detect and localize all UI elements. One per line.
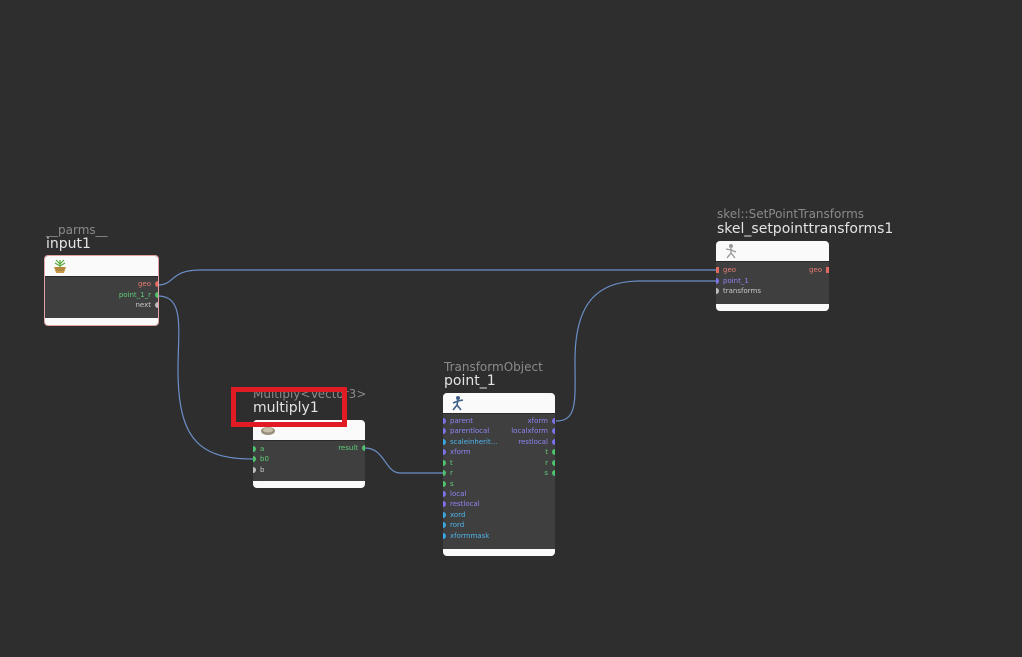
port-connector[interactable] xyxy=(443,439,446,445)
port-connector[interactable] xyxy=(443,449,446,455)
node-name-label[interactable]: multiply1 xyxy=(253,400,319,416)
port-label: t xyxy=(450,459,453,467)
node-name-label[interactable]: point_1 xyxy=(444,373,496,389)
port-label: geo xyxy=(723,266,737,274)
port-connector[interactable] xyxy=(155,302,158,308)
port-label: b xyxy=(260,466,265,474)
port-label: b0 xyxy=(260,455,269,463)
port-label: s xyxy=(544,469,548,477)
port-connector[interactable] xyxy=(443,470,446,476)
port-label: point_1 xyxy=(723,277,749,285)
port-label: xformmask xyxy=(450,532,490,540)
port-connector[interactable] xyxy=(552,470,555,476)
port-label: restlocal xyxy=(450,500,480,508)
port-label: point_1_r xyxy=(118,291,151,299)
node-footer xyxy=(716,304,829,311)
port-label: result xyxy=(338,444,358,452)
multiply-icon xyxy=(261,427,275,435)
node-multiply1[interactable]: Multiply<Vector3> multiply1 a b0 b resul… xyxy=(253,387,367,489)
port-label: r xyxy=(545,459,548,467)
port-connector[interactable] xyxy=(443,491,446,497)
port-label: next xyxy=(135,301,151,309)
port-connector[interactable] xyxy=(443,460,446,466)
port-connector[interactable] xyxy=(155,292,158,298)
node-header[interactable] xyxy=(45,256,158,277)
port-label: geo xyxy=(808,266,822,274)
node-type-label: __parms__ xyxy=(46,223,108,237)
port-label: t xyxy=(545,448,548,456)
node-footer xyxy=(45,318,158,325)
wire-input1-geo-to-skel-geo[interactable] xyxy=(157,269,716,286)
port-connector[interactable] xyxy=(552,449,555,455)
port-connector[interactable] xyxy=(443,501,446,507)
port-label: xform xyxy=(527,417,548,425)
port-label: r xyxy=(450,469,453,477)
port-label: rord xyxy=(450,521,465,529)
node-type-label: skel::SetPointTransforms xyxy=(717,207,865,221)
wire-point_1-xform-to-skel-point_1[interactable] xyxy=(555,280,716,422)
port-label: localxform xyxy=(511,427,548,435)
port-connector[interactable] xyxy=(552,439,555,445)
port-connector[interactable] xyxy=(826,267,829,273)
node-point_1[interactable]: TransformObject point_1 parent parentloc… xyxy=(443,360,557,558)
port-label: parentlocal xyxy=(450,427,490,435)
node-name-label[interactable]: input1 xyxy=(46,236,91,252)
node-body[interactable]: a b0 b result xyxy=(253,420,365,488)
port-connector[interactable] xyxy=(443,481,446,487)
port-label: xord xyxy=(450,511,466,519)
port-connector[interactable] xyxy=(716,288,719,294)
port-label: xform xyxy=(450,448,471,456)
port-label: geo xyxy=(137,280,151,288)
basket-plant-icon xyxy=(54,259,66,273)
port-connector[interactable] xyxy=(443,522,446,528)
port-label: restlocal xyxy=(518,438,548,446)
port-label: s xyxy=(450,480,454,488)
port-connector[interactable] xyxy=(552,460,555,466)
port-connector[interactable] xyxy=(362,445,365,451)
port-connector[interactable] xyxy=(716,278,719,284)
port-connector[interactable] xyxy=(716,267,719,273)
port-label: parent xyxy=(450,417,473,425)
port-connector[interactable] xyxy=(253,446,256,452)
node-body[interactable]: geo point_1 transforms geo xyxy=(716,241,829,311)
selection-highlight-box xyxy=(231,387,347,427)
port-connector[interactable] xyxy=(443,533,446,539)
wire-multiply1-result-to-point_1-r[interactable] xyxy=(364,447,444,474)
port-connector[interactable] xyxy=(552,428,555,434)
port-label: local xyxy=(450,490,467,498)
node-type-label: TransformObject xyxy=(444,360,543,374)
node-footer xyxy=(253,481,365,488)
port-connector[interactable] xyxy=(443,418,446,424)
port-label: a xyxy=(260,445,265,453)
skeleton-figure-icon xyxy=(725,244,737,259)
node-body[interactable]: parent parentlocal scaleinherit... xform… xyxy=(443,393,555,556)
node-footer xyxy=(443,549,555,556)
port-connector[interactable] xyxy=(253,467,256,473)
port-connector[interactable] xyxy=(155,281,158,287)
node-skel_setpointtransforms1[interactable]: skel::SetPointTransforms skel_setpointtr… xyxy=(716,207,896,313)
port-label: scaleinherit... xyxy=(450,438,498,446)
node-name-label[interactable]: skel_setpointtransforms1 xyxy=(717,221,894,237)
port-connector[interactable] xyxy=(253,456,256,462)
node-header[interactable] xyxy=(716,241,829,262)
node-input1[interactable]: __parms__ input1 geo point_1_r next xyxy=(44,223,160,328)
wire-input1-point_1_r-to-multiply1-b0[interactable] xyxy=(157,295,254,460)
port-connector[interactable] xyxy=(443,428,446,434)
port-connector[interactable] xyxy=(443,512,446,518)
node-header[interactable] xyxy=(443,393,555,414)
transform-figure-icon xyxy=(452,396,464,411)
port-label: transforms xyxy=(723,287,761,295)
port-connector[interactable] xyxy=(552,418,555,424)
node-body[interactable]: geo point_1_r next xyxy=(44,255,159,326)
